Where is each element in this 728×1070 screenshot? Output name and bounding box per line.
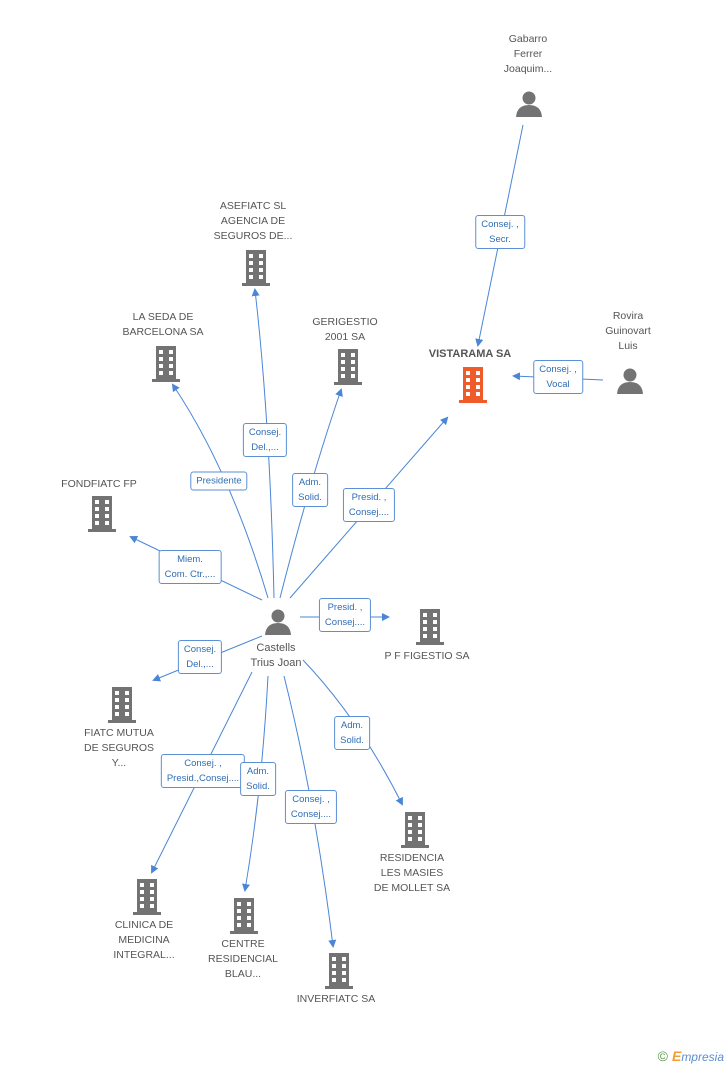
brand-first-letter: E [671, 1048, 682, 1064]
edge-label-castells-gerigestio[interactable]: Adm. Solid. [292, 473, 328, 507]
edge-label-castells-laseda[interactable]: Presidente [190, 471, 248, 491]
node-label-figestio[interactable]: P F FIGESTIO SA [384, 650, 470, 662]
brand-rest: mpresia [681, 1050, 724, 1064]
node-label-residencia[interactable]: RESIDENCIA LES MASIES DE MOLLET SA [373, 852, 451, 894]
node-label-asefiatc[interactable]: ASEFIATC SL AGENCIA DE SEGUROS DE... [213, 200, 293, 242]
node-label-centre[interactable]: CENTRE RESIDENCIAL BLAU... [207, 938, 279, 980]
edge-label-gabarro-vistarama[interactable]: Consej. , Secr. [475, 215, 525, 249]
building-icon[interactable] [106, 687, 138, 723]
building-icon[interactable] [131, 879, 163, 915]
node-label-clinica[interactable]: CLINICA DE MEDICINA INTEGRAL... [113, 919, 175, 961]
building-icon-focus[interactable] [457, 367, 489, 403]
edge-label-castells-fondfiatc[interactable]: Miem. Com. Ctr.,... [158, 550, 222, 584]
building-icon[interactable] [228, 898, 260, 934]
edge-label-castells-clinica[interactable]: Consej. , Presid.,Consej.... [160, 754, 246, 788]
edge-label-castells-fiatc[interactable]: Consej. Del.,... [177, 640, 223, 674]
node-label-laseda[interactable]: LA SEDA DE BARCELONA SA [122, 311, 204, 338]
copyright-symbol: © [657, 1048, 668, 1064]
node-label-vistarama[interactable]: VISTARAMA SA [428, 348, 512, 360]
building-icon[interactable] [323, 953, 355, 989]
node-label-castells[interactable]: Castells Trius Joan [250, 642, 302, 669]
person-icon[interactable] [264, 607, 292, 635]
node-label-fiatc[interactable]: FIATC MUTUA DE SEGUROS Y... [83, 727, 155, 769]
person-icon[interactable] [616, 366, 644, 394]
edge-label-castells-inverfiatc[interactable]: Consej. , Consej.... [284, 790, 338, 824]
edge-label-rovira-vistarama[interactable]: Consej. , Vocal [533, 360, 583, 394]
building-icon[interactable] [399, 812, 431, 848]
edge-label-castells-figestio[interactable]: Presid. , Consej.... [318, 598, 372, 632]
node-label-gabarro[interactable]: Gabarro Ferrer Joaquim... [503, 33, 553, 75]
node-label-rovira[interactable]: Rovira Guinovart Luis [605, 310, 651, 352]
edge-label-castells-asefiatc[interactable]: Consej. Del.,... [242, 423, 288, 457]
building-icon[interactable] [150, 346, 182, 382]
node-label-gerigestio[interactable]: GERIGESTIO 2001 SA [312, 316, 378, 343]
node-label-fondfiatc[interactable]: FONDFIATC FP [61, 478, 137, 490]
person-icon[interactable] [515, 89, 543, 117]
edge-label-castells-residencia[interactable]: Adm. Solid. [334, 716, 370, 750]
edge-label-castells-vistarama[interactable]: Presid. , Consej.... [342, 488, 396, 522]
building-icon[interactable] [414, 609, 446, 645]
building-icon[interactable] [86, 496, 118, 532]
empresia-logo: ©Empresia [658, 1048, 724, 1064]
node-label-inverfiatc[interactable]: INVERFIATC SA [296, 993, 376, 1005]
building-icon[interactable] [332, 349, 364, 385]
edge-label-castells-centre[interactable]: Adm. Solid. [240, 762, 276, 796]
building-icon[interactable] [240, 250, 272, 286]
